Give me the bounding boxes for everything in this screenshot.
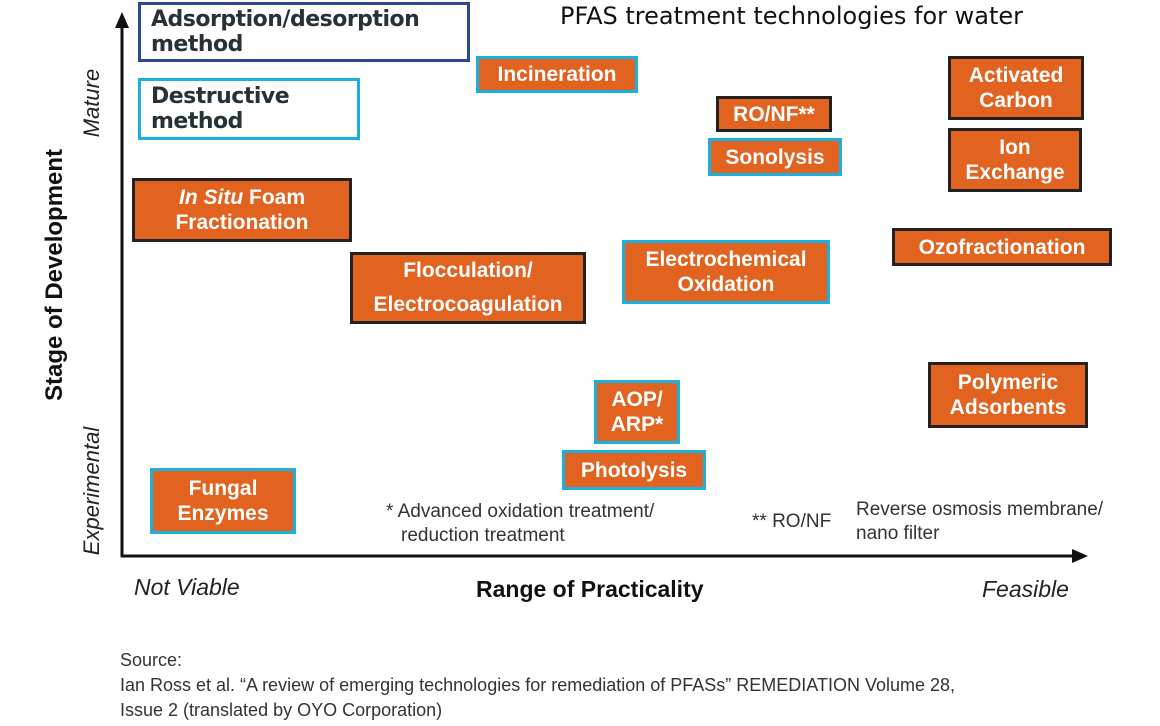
tech-label: RO/NF**: [733, 102, 815, 126]
footnote-ronf-key: ** RO/NF: [752, 511, 832, 532]
footnote-aop: * Advanced oxidation treatment/ reductio…: [386, 500, 654, 548]
tech-flocculation: Flocculation/Electrocoagulation: [350, 252, 586, 324]
source-line: Issue 2 (translated by OYO Corporation): [120, 700, 443, 720]
footnote-line: nano filter: [856, 523, 940, 544]
source-label: Source:: [120, 650, 183, 670]
tech-label: Fractionation: [175, 211, 309, 234]
tech-label: ARP*: [610, 413, 664, 436]
tech-label-rest: Foam: [243, 186, 305, 209]
tech-label: Flocculation/: [403, 259, 533, 282]
x-axis-right: Feasible: [982, 576, 1069, 602]
x-axis-arrow: [1072, 549, 1088, 563]
tech-label: Ozofractionation: [918, 235, 1086, 259]
tech-label: AOP/: [611, 388, 663, 411]
footnote-line: * Advanced oxidation treatment/: [386, 501, 655, 522]
y-axis-arrow: [115, 12, 129, 28]
tech-label: Carbon: [979, 89, 1053, 112]
tech-label: Photolysis: [580, 458, 688, 482]
tech-ozofractionation: Ozofractionation: [892, 228, 1112, 266]
tech-aop-arp: AOP/ARP*: [594, 380, 680, 444]
legend-adsorption: Adsorption/desorption method: [138, 2, 470, 62]
tech-label: In Situ Foam: [179, 185, 305, 210]
tech-incineration: Incineration: [476, 56, 638, 93]
y-axis-bottom: Experimental: [79, 426, 104, 556]
tech-label: Ion: [999, 136, 1031, 159]
footnote-line: reduction treatment: [401, 525, 565, 546]
tech-label: Electrocoagulation: [373, 293, 563, 316]
source-citation: Source: Ian Ross et al. “A review of eme…: [120, 648, 955, 723]
x-axis-label: Range of Practicality: [476, 576, 704, 602]
footnote-ronf: Reverse osmosis membrane/ nano filter: [856, 498, 1103, 546]
tech-label: Adsorbents: [949, 396, 1067, 419]
tech-ro-nf: RO/NF**: [716, 96, 832, 132]
footnote-line: Reverse osmosis membrane/: [856, 499, 1104, 520]
tech-sonolysis: Sonolysis: [708, 138, 842, 176]
tech-label-italic: In Situ: [178, 186, 244, 209]
tech-label: Incineration: [497, 63, 617, 86]
tech-label: Sonolysis: [725, 145, 825, 169]
tech-label: Enzymes: [177, 502, 269, 525]
x-axis-left: Not Viable: [134, 574, 240, 600]
tech-label: Fungal: [188, 477, 258, 500]
y-axis-top: Mature: [79, 68, 104, 138]
y-axis-label: Stage of Development: [41, 148, 68, 401]
tech-label: Exchange: [965, 161, 1065, 184]
diagram-title: PFAS treatment technologies for water: [560, 2, 1024, 30]
source-line: Ian Ross et al. “A review of emerging te…: [120, 675, 956, 695]
tech-label: Polymeric: [957, 371, 1059, 394]
tech-photolysis: Photolysis: [562, 450, 706, 490]
tech-label: Activated: [968, 64, 1064, 87]
tech-label: Oxidation: [677, 273, 775, 296]
tech-label: Electrochemical: [645, 248, 807, 271]
legend-destructive: Destructive method: [138, 78, 360, 140]
